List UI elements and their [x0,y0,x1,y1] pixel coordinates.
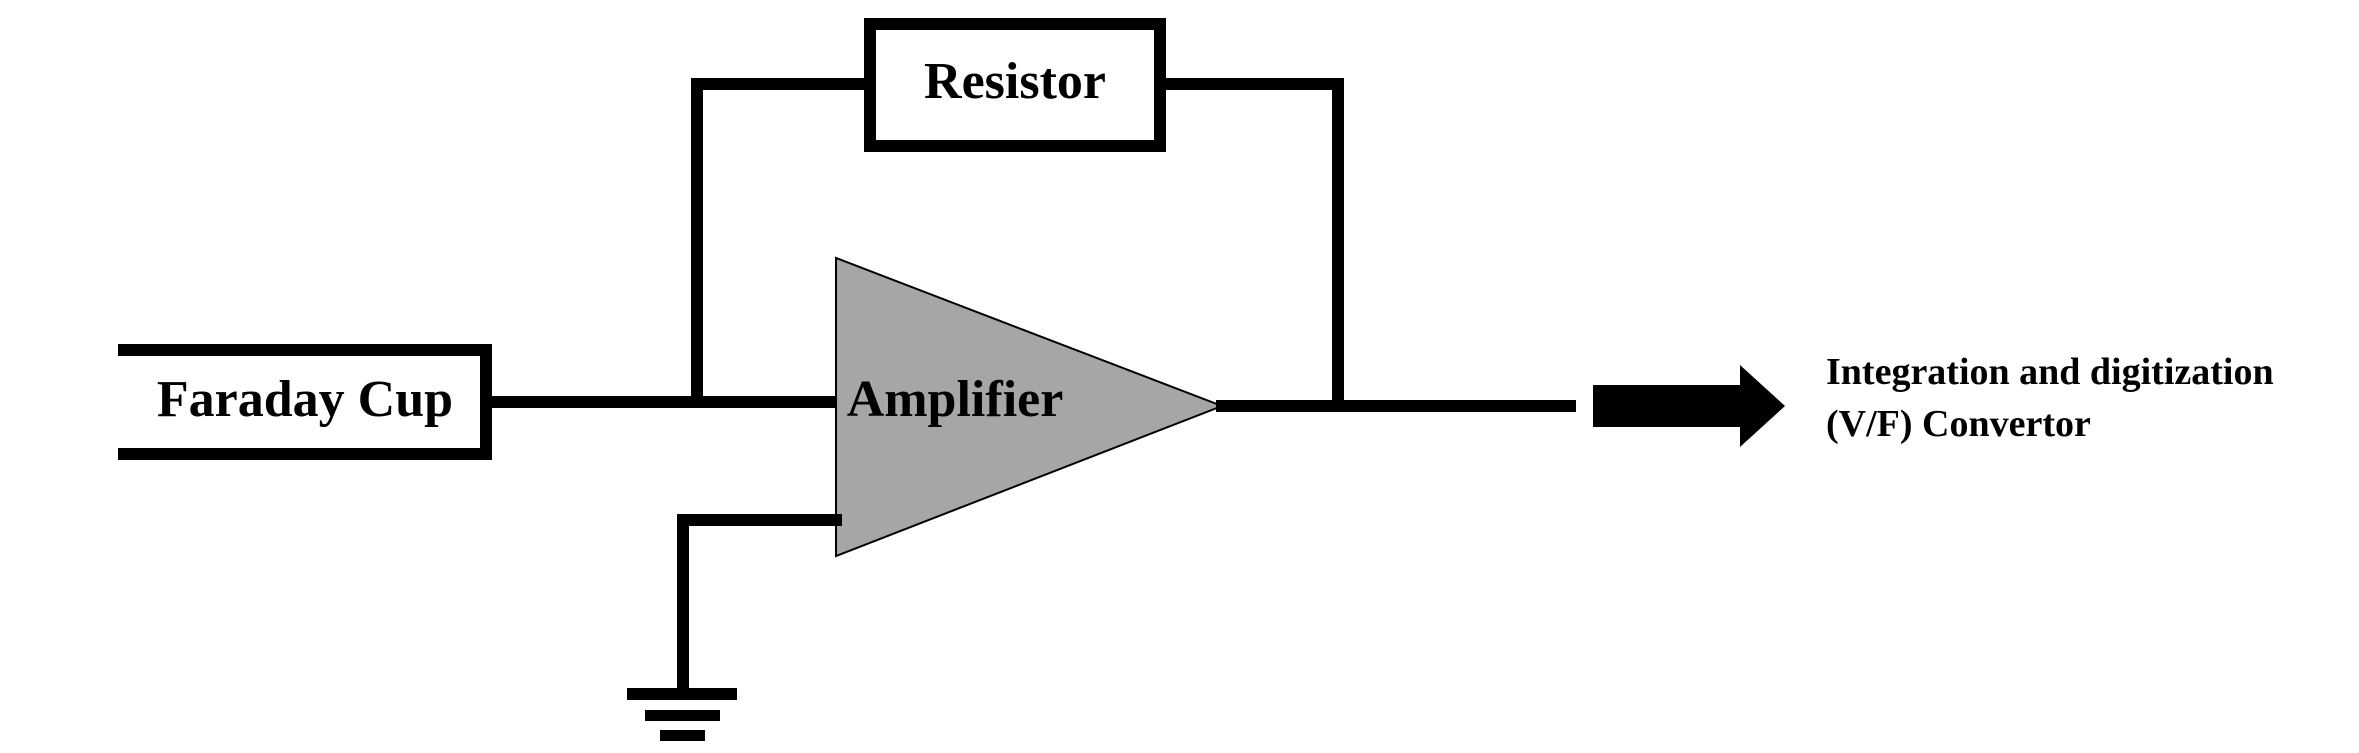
feedback-wire-right [1154,78,1344,408]
arrow-right-icon [1593,365,1785,447]
resistor: Resistor [864,18,1166,152]
resistor-label: Resistor [924,53,1106,110]
faraday-cup: Faraday Cup [118,344,492,460]
feedback-wire-left [691,78,876,408]
faraday-cup-label: Faraday Cup [157,371,453,428]
converter-label-line1: Integration and digitization [1826,351,2274,393]
amplifier-triangle [835,256,1225,558]
converter-label: Integration and digitization (V/F) Conve… [1826,351,2274,445]
ground-wire [677,514,842,698]
converter-label-line2: (V/F) Convertor [1826,403,2091,445]
resistor-outline [864,18,1166,152]
ground-icon [627,688,737,741]
amplifier: Amplifier [835,256,1225,558]
amplifier-label: Amplifier [847,371,1064,428]
